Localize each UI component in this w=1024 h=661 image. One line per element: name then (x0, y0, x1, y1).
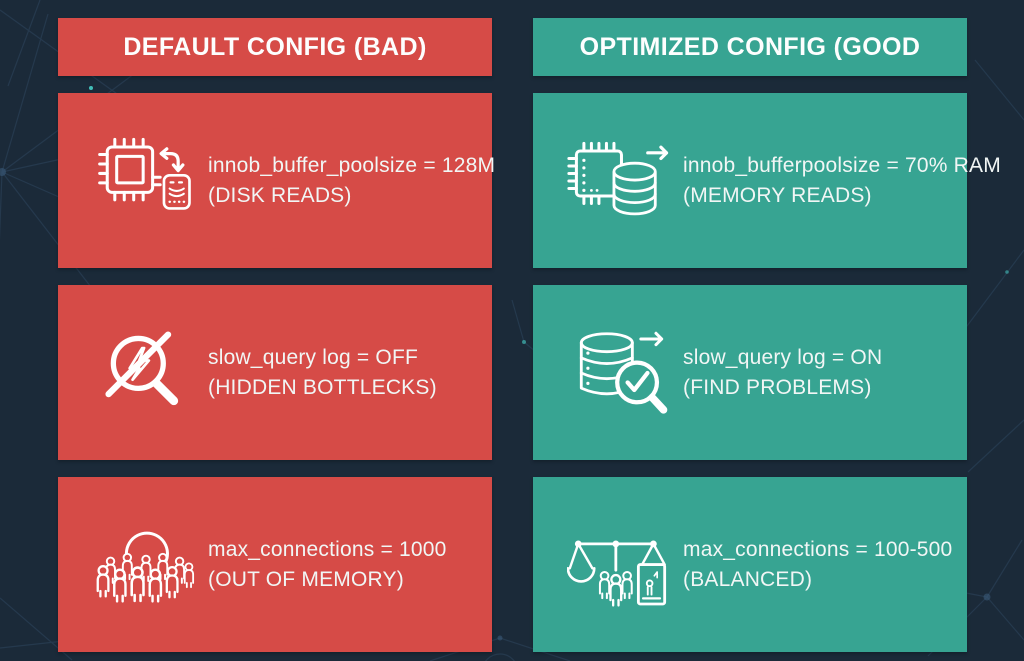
card-slow-query-bad: slow_query log = OFF (HIDDEN BOTTLECKS) (58, 285, 492, 460)
optimized-config-column: OPTIMIZED CONFIG (GOOD (533, 0, 1001, 661)
setting-text: max_connections = 1000 (208, 537, 447, 561)
consequence-text: (FIND PROBLEMS) (683, 375, 872, 399)
setting-text: innob_bufferpoolsize = 70% RAM (683, 153, 1001, 177)
consequence-text: (OUT OF MEMORY) (208, 567, 404, 591)
optimized-config-header-label: OPTIMIZED CONFIG (GOOD (579, 32, 921, 61)
crowd-icon (90, 504, 202, 626)
card-buffer-pool-bad: innob_buffer_poolsize = 128M (DISK READS… (58, 93, 496, 268)
balance-scale-icon (565, 504, 677, 626)
consequence-text: (DISK READS) (208, 183, 352, 207)
cpu-memory-read-icon (565, 120, 677, 242)
setting-text: slow_query log = ON (683, 345, 883, 369)
setting-text: innob_buffer_poolsize = 128M (208, 153, 496, 177)
default-config-column: DEFAULT CONFIG (BAD) innob_buffe (58, 0, 496, 661)
card-max-connections-bad: max_connections = 1000 (OUT OF MEMORY) (58, 477, 492, 652)
consequence-text: (HIDDEN BOTTLECKS) (208, 375, 437, 399)
slow-query-on-icon (565, 312, 677, 434)
consequence-text: (BALANCED) (683, 567, 813, 591)
cpu-disk-read-icon (90, 120, 202, 242)
slow-query-off-icon (90, 312, 202, 434)
optimized-config-header: OPTIMIZED CONFIG (GOOD (533, 18, 967, 76)
default-config-header-label: DEFAULT CONFIG (BAD) (123, 32, 427, 61)
setting-text: max_connections = 100-500 (683, 537, 953, 561)
card-slow-query-good: slow_query log = ON (FIND PROBLEMS) (533, 285, 967, 460)
setting-text: slow_query log = OFF (208, 345, 419, 369)
card-max-connections-good: max_connections = 100-500 (BALANCED) (533, 477, 967, 652)
card-buffer-pool-good: innob_bufferpoolsize = 70% RAM (MEMORY R… (533, 93, 1001, 268)
default-config-header: DEFAULT CONFIG (BAD) (58, 18, 492, 76)
consequence-text: (MEMORY READS) (683, 183, 872, 207)
